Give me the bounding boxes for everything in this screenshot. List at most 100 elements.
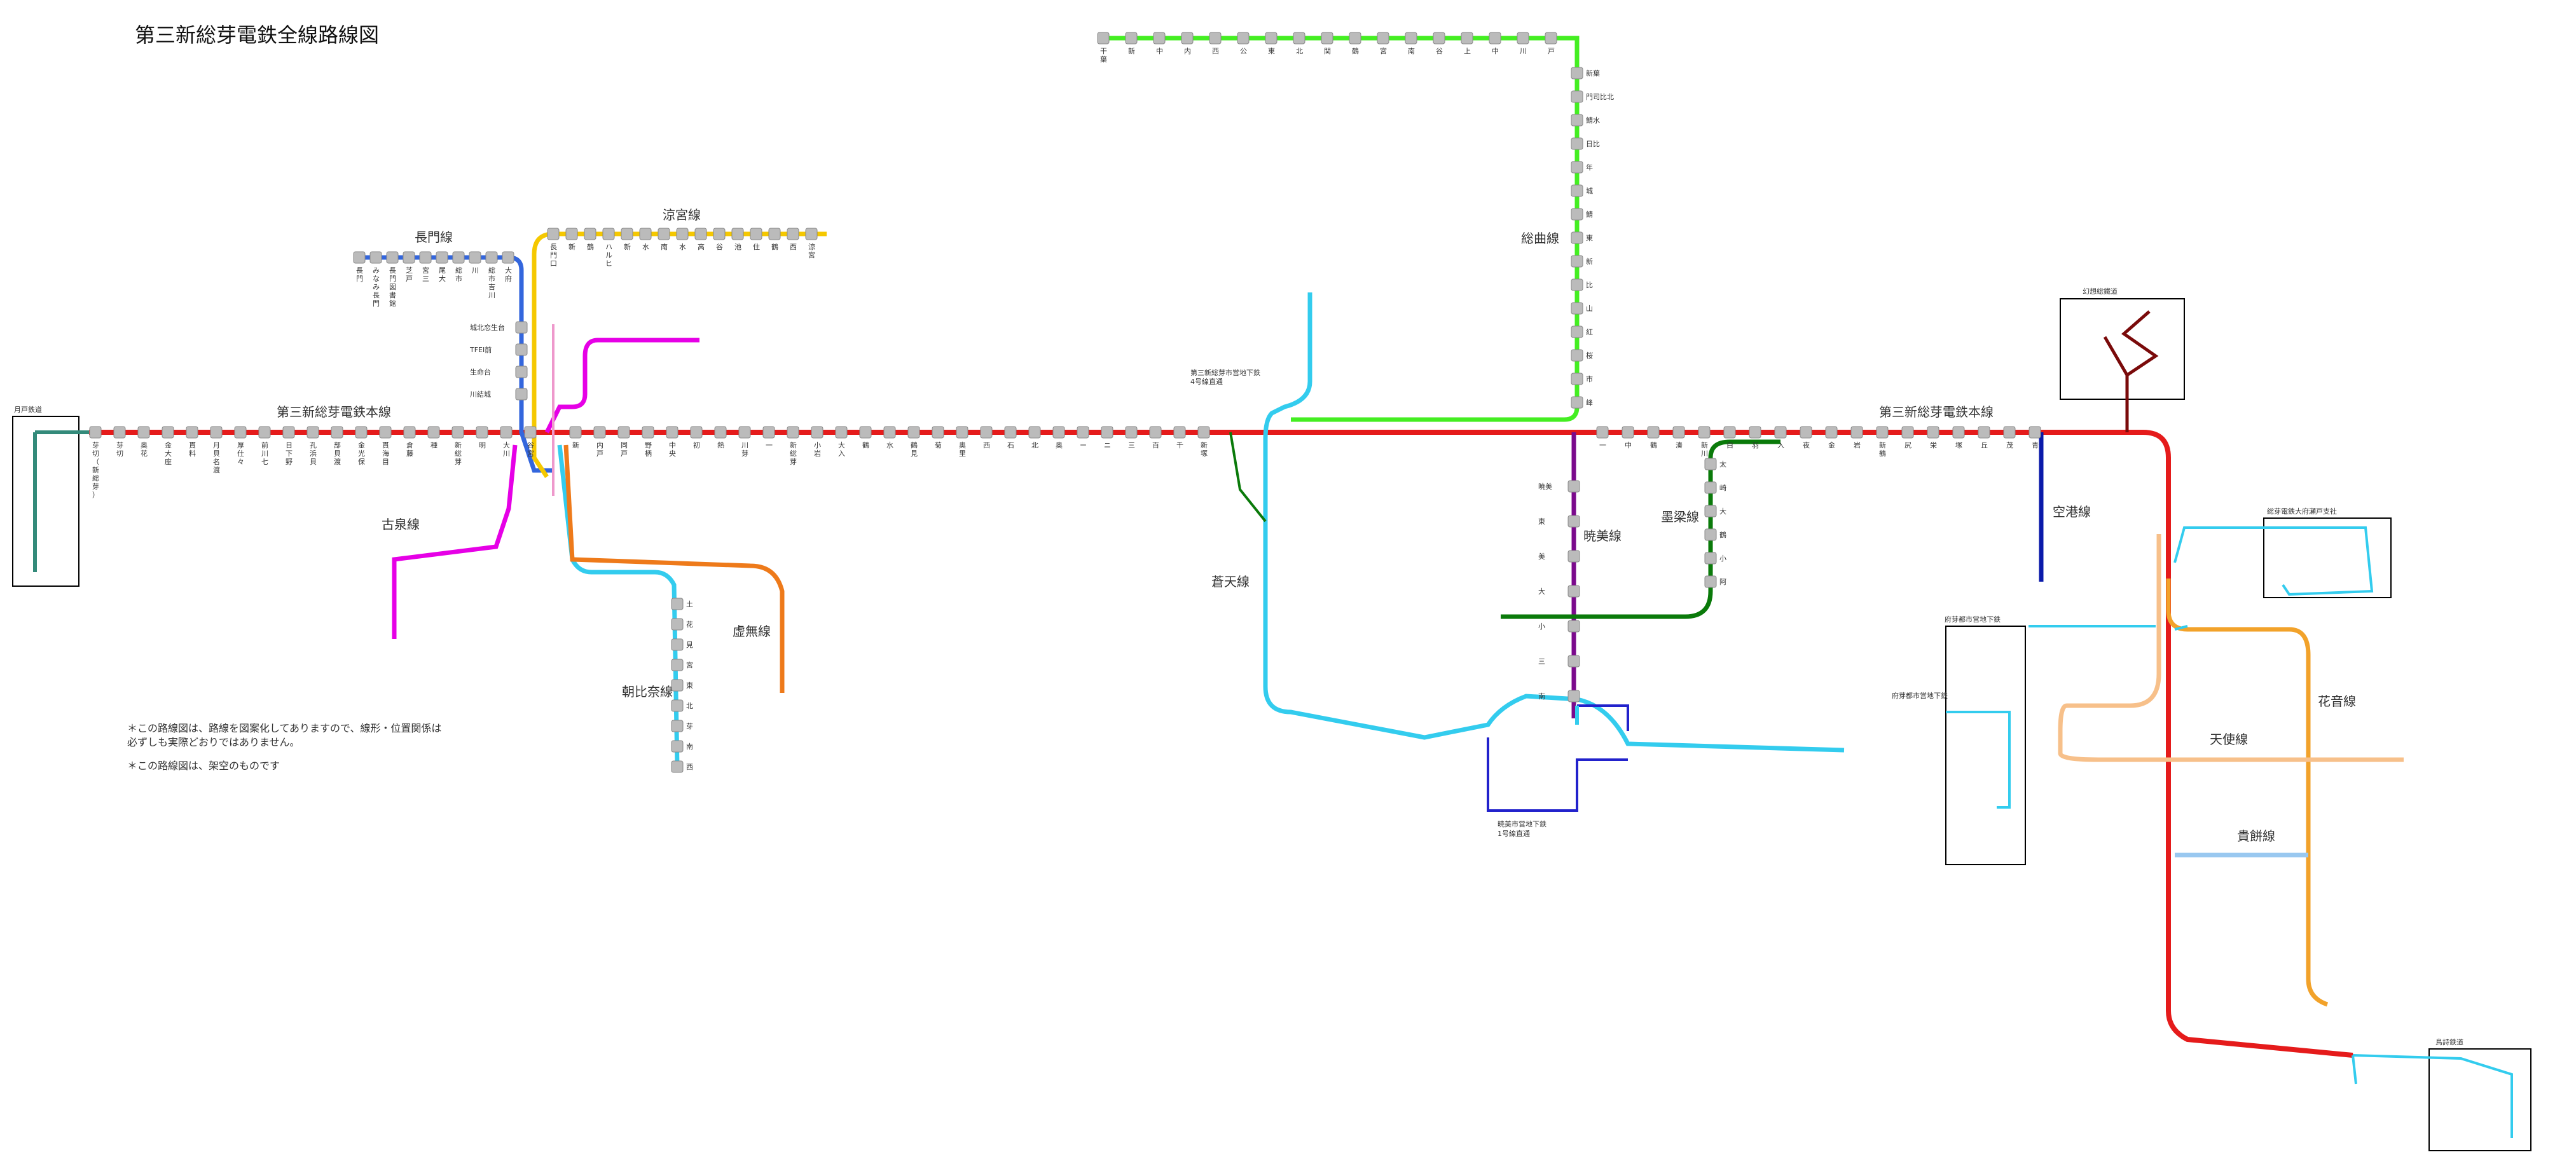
station-marker[interactable] bbox=[694, 228, 707, 240]
station-marker[interactable] bbox=[500, 426, 513, 439]
station-marker[interactable] bbox=[369, 251, 382, 264]
station-marker[interactable] bbox=[1197, 426, 1210, 439]
station-marker[interactable] bbox=[1749, 426, 1761, 439]
station-marker[interactable] bbox=[427, 426, 440, 439]
station-marker[interactable] bbox=[524, 426, 537, 439]
station-marker[interactable] bbox=[1571, 396, 1583, 409]
station-marker[interactable] bbox=[787, 426, 799, 439]
station-marker[interactable] bbox=[1153, 32, 1166, 45]
station-marker[interactable] bbox=[89, 426, 102, 439]
station-marker[interactable] bbox=[113, 426, 126, 439]
station-marker[interactable] bbox=[1571, 302, 1583, 315]
station-marker[interactable] bbox=[1704, 528, 1717, 541]
station-marker[interactable] bbox=[386, 251, 399, 264]
station-marker[interactable] bbox=[515, 321, 528, 334]
station-marker[interactable] bbox=[137, 426, 150, 439]
station-marker[interactable] bbox=[1567, 585, 1580, 598]
station-marker[interactable] bbox=[1622, 426, 1634, 439]
station-marker[interactable] bbox=[671, 699, 684, 712]
station-marker[interactable] bbox=[1596, 426, 1609, 439]
station-marker[interactable] bbox=[451, 426, 464, 439]
station-marker[interactable] bbox=[1237, 32, 1250, 45]
station-marker[interactable] bbox=[1489, 32, 1501, 45]
station-marker[interactable] bbox=[1571, 114, 1583, 127]
station-marker[interactable] bbox=[750, 228, 762, 240]
station-marker[interactable] bbox=[403, 426, 416, 439]
station-marker[interactable] bbox=[980, 426, 993, 439]
station-marker[interactable] bbox=[1377, 32, 1389, 45]
station-marker[interactable] bbox=[671, 659, 684, 671]
station-marker[interactable] bbox=[666, 426, 678, 439]
station-marker[interactable] bbox=[768, 228, 781, 240]
station-marker[interactable] bbox=[565, 228, 578, 240]
station-marker[interactable] bbox=[1567, 550, 1580, 563]
station-marker[interactable] bbox=[1125, 32, 1138, 45]
station-marker[interactable] bbox=[1545, 32, 1557, 45]
station-marker[interactable] bbox=[1800, 426, 1812, 439]
station-marker[interactable] bbox=[671, 740, 684, 753]
station-marker[interactable] bbox=[1825, 426, 1838, 439]
station-marker[interactable] bbox=[186, 426, 198, 439]
station-marker[interactable] bbox=[1571, 67, 1583, 79]
station-marker[interactable] bbox=[1149, 426, 1162, 439]
station-marker[interactable] bbox=[617, 426, 630, 439]
station-marker[interactable] bbox=[1405, 32, 1417, 45]
station-marker[interactable] bbox=[282, 426, 295, 439]
station-marker[interactable] bbox=[1004, 426, 1017, 439]
station-marker[interactable] bbox=[485, 251, 498, 264]
station-marker[interactable] bbox=[671, 760, 684, 773]
station-marker[interactable] bbox=[1978, 426, 1990, 439]
station-marker[interactable] bbox=[1097, 32, 1110, 45]
station-marker[interactable] bbox=[2003, 426, 2016, 439]
station-marker[interactable] bbox=[234, 426, 247, 439]
station-marker[interactable] bbox=[932, 426, 944, 439]
station-marker[interactable] bbox=[469, 251, 481, 264]
station-marker[interactable] bbox=[1433, 32, 1445, 45]
station-marker[interactable] bbox=[1077, 426, 1089, 439]
station-marker[interactable] bbox=[642, 426, 654, 439]
station-marker[interactable] bbox=[1571, 373, 1583, 385]
station-marker[interactable] bbox=[1901, 426, 1914, 439]
station-marker[interactable] bbox=[1571, 161, 1583, 174]
station-marker[interactable] bbox=[515, 343, 528, 356]
station-marker[interactable] bbox=[1125, 426, 1138, 439]
station-marker[interactable] bbox=[787, 228, 799, 240]
station-marker[interactable] bbox=[569, 426, 582, 439]
station-marker[interactable] bbox=[671, 638, 684, 651]
station-marker[interactable] bbox=[1704, 458, 1717, 470]
station-marker[interactable] bbox=[515, 388, 528, 401]
station-marker[interactable] bbox=[1647, 426, 1660, 439]
station-marker[interactable] bbox=[811, 426, 823, 439]
station-marker[interactable] bbox=[162, 426, 174, 439]
station-marker[interactable] bbox=[1571, 325, 1583, 338]
station-marker[interactable] bbox=[835, 426, 848, 439]
station-marker[interactable] bbox=[1927, 426, 1939, 439]
station-marker[interactable] bbox=[1052, 426, 1065, 439]
station-marker[interactable] bbox=[1672, 426, 1685, 439]
station-marker[interactable] bbox=[1571, 255, 1583, 268]
station-marker[interactable] bbox=[639, 228, 652, 240]
station-marker[interactable] bbox=[1571, 184, 1583, 197]
station-marker[interactable] bbox=[1704, 505, 1717, 517]
station-marker[interactable] bbox=[436, 251, 448, 264]
station-marker[interactable] bbox=[1567, 515, 1580, 528]
station-marker[interactable] bbox=[258, 426, 271, 439]
station-marker[interactable] bbox=[671, 720, 684, 732]
station-marker[interactable] bbox=[1850, 426, 1863, 439]
station-marker[interactable] bbox=[1698, 426, 1711, 439]
station-marker[interactable] bbox=[602, 228, 615, 240]
station-marker[interactable] bbox=[1567, 655, 1580, 668]
station-marker[interactable] bbox=[1209, 32, 1222, 45]
station-marker[interactable] bbox=[307, 426, 319, 439]
station-marker[interactable] bbox=[671, 598, 684, 610]
station-marker[interactable] bbox=[1173, 426, 1186, 439]
station-marker[interactable] bbox=[805, 228, 818, 240]
station-marker[interactable] bbox=[1571, 90, 1583, 103]
station-marker[interactable] bbox=[621, 228, 633, 240]
station-marker[interactable] bbox=[547, 228, 560, 240]
station-marker[interactable] bbox=[1101, 426, 1113, 439]
station-marker[interactable] bbox=[355, 426, 368, 439]
station-marker[interactable] bbox=[713, 228, 726, 240]
station-marker[interactable] bbox=[1321, 32, 1333, 45]
station-marker[interactable] bbox=[1952, 426, 1965, 439]
